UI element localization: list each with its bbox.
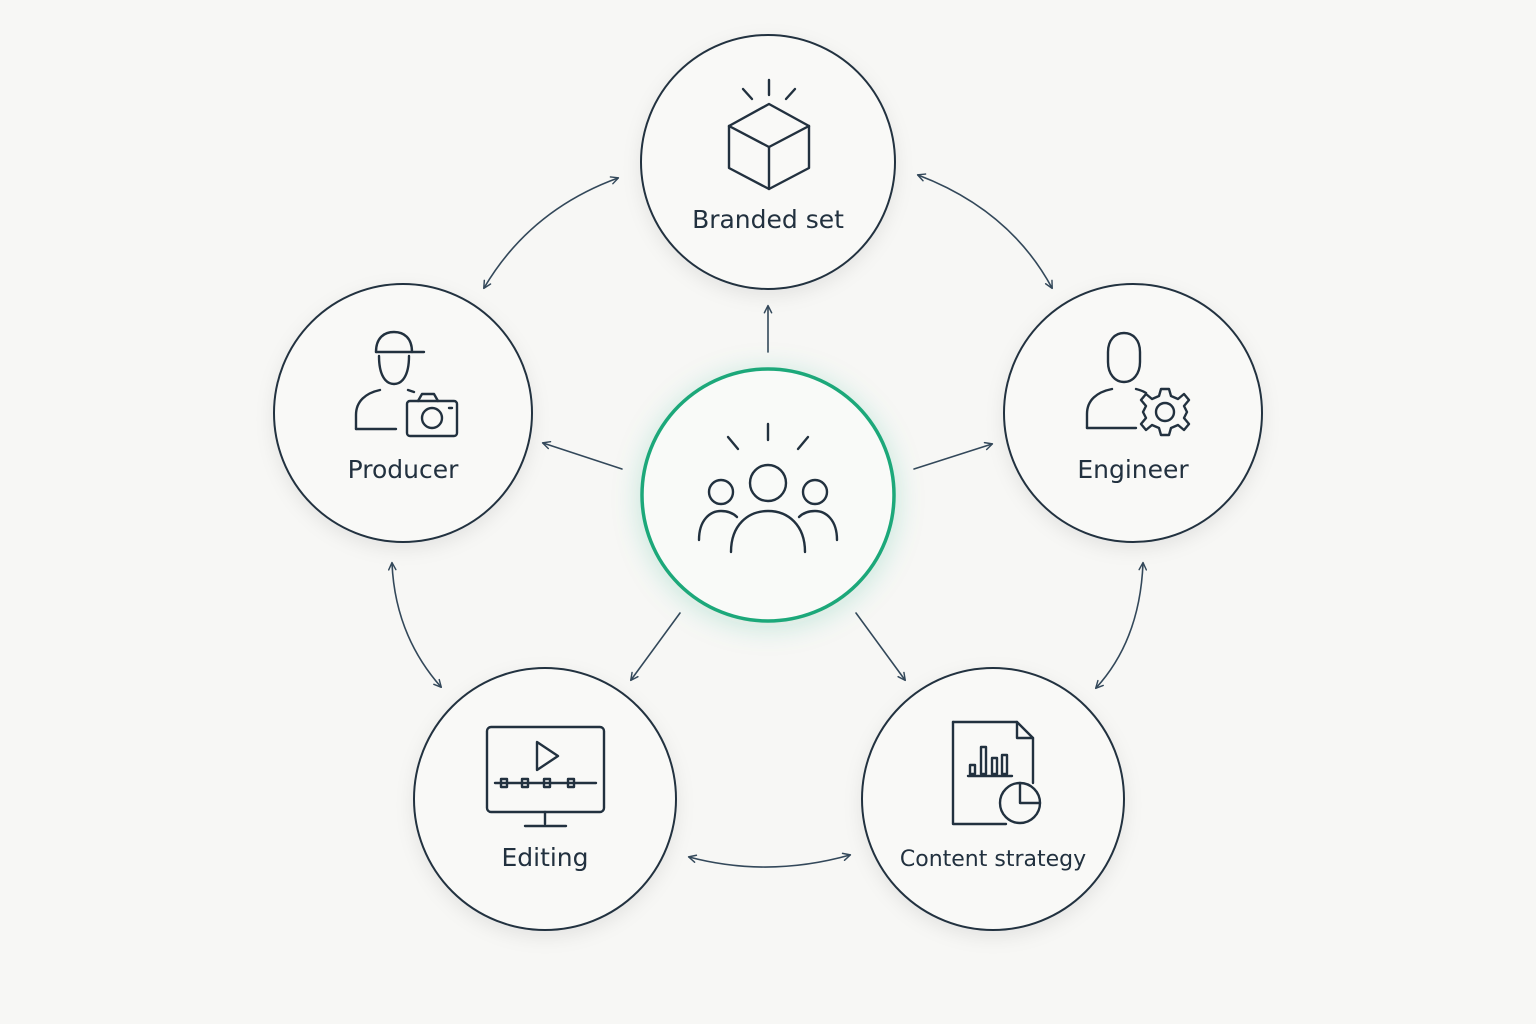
video-editing-monitor-icon — [485, 725, 606, 828]
engineer-gear-icon — [1085, 331, 1191, 437]
box-icon — [727, 78, 811, 191]
arrow-hub-to-content-strategy — [855, 612, 906, 682]
node-producer[interactable]: Producer — [273, 283, 533, 543]
node-label-branded-set: Branded set — [692, 205, 844, 234]
node-label-engineer: Engineer — [1077, 455, 1189, 484]
node-branded-set[interactable]: Branded set — [640, 34, 896, 290]
arrow-hub-to-producer — [541, 440, 623, 470]
arrow-producer-branded-set — [483, 176, 620, 290]
hub-connections — [541, 304, 994, 682]
arrow-hub-to-engineer — [913, 441, 994, 470]
node-label-producer: Producer — [348, 455, 460, 484]
ring-connections — [387, 173, 1148, 868]
node-editing[interactable]: Editing — [413, 667, 677, 931]
arrow-producer-editing — [387, 561, 443, 689]
producer-camera-icon — [354, 330, 459, 438]
node-engineer[interactable]: Engineer — [1003, 283, 1263, 543]
team-icon — [697, 422, 839, 554]
arrow-engineer-content-strategy — [1094, 561, 1148, 690]
node-label-content-strategy: Content strategy — [900, 847, 1086, 872]
report-chart-icon — [951, 720, 1042, 826]
arrow-branded-set-engineer — [916, 173, 1053, 290]
node-content-strategy[interactable]: Content strategy — [861, 667, 1125, 931]
arrow-editing-content-strategy — [687, 852, 852, 868]
node-label-editing: Editing — [501, 843, 588, 872]
hub-node[interactable] — [640, 367, 896, 623]
arrow-hub-to-editing — [630, 612, 681, 682]
